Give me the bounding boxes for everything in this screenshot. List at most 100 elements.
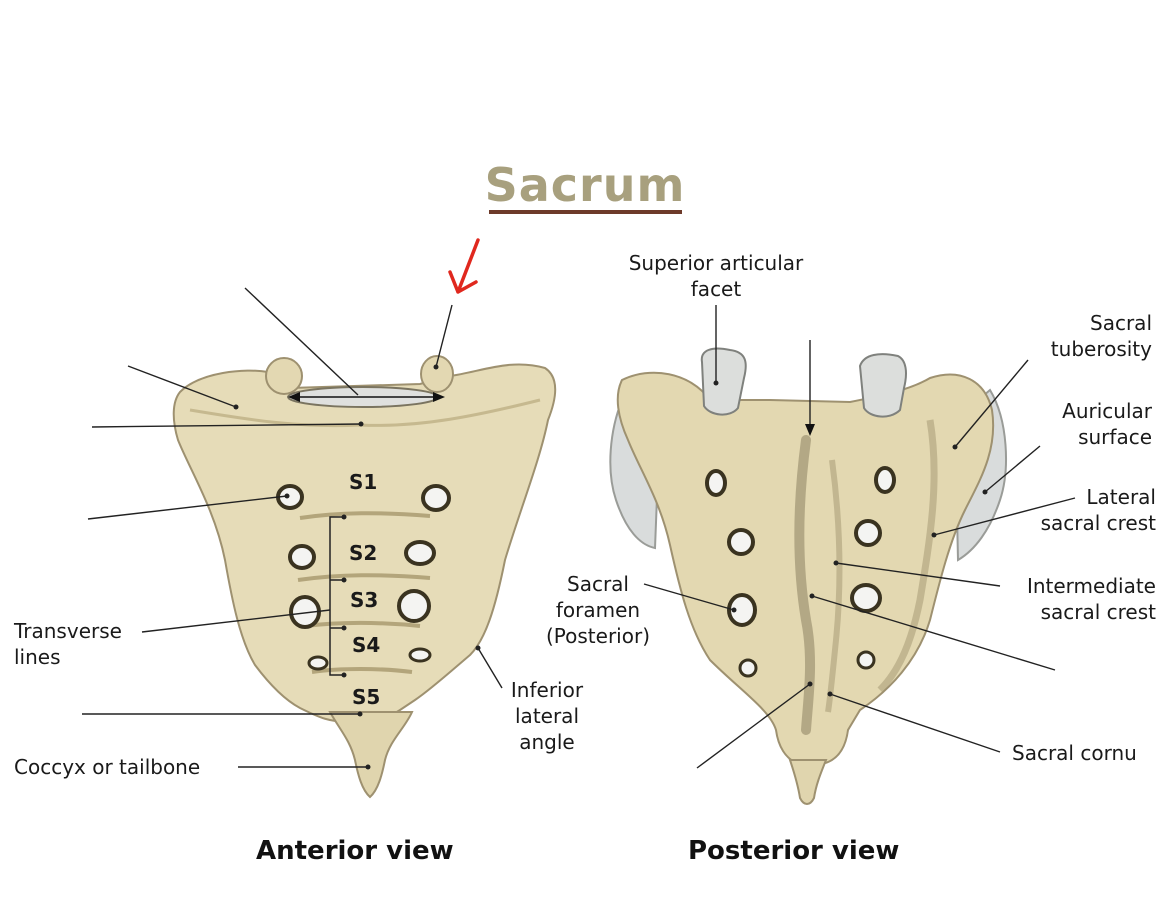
label-lateral-sacral-crest-line1: Lateral [1086, 485, 1156, 509]
anterior-sacrum-body [172, 363, 557, 724]
title-underline [489, 210, 682, 214]
anterior-foramen-2-left [288, 544, 316, 570]
leader-base [91, 423, 362, 428]
leader-sacral-cornu [829, 693, 1001, 753]
label-lateral-sacral-crest: Lateral sacral crest [1000, 484, 1156, 536]
leader-dot-intermediate-crest [833, 560, 839, 566]
posterior-foramen-3-left [727, 593, 757, 627]
leader-auricular-surface [984, 445, 1041, 493]
promontory-width-arrow [288, 392, 445, 402]
label-sacral-cornu: Sacral cornu [1012, 741, 1137, 765]
label-sacral-tuberosity-line1: Sacral [1090, 311, 1152, 335]
label-sacral-foramen-line2: foramen [555, 598, 641, 622]
transverse-ridge-1 [299, 511, 431, 520]
leader-dot-process [433, 364, 439, 370]
posterior-foramen-2-left [727, 528, 755, 556]
segment-label-s1: S1 [349, 470, 378, 494]
anterior-foramen-3-right [397, 589, 431, 623]
leader-anterior-foramen [87, 495, 288, 520]
bracket-dot-4 [341, 672, 347, 678]
label-auricular-surface: Auricular surface [1010, 398, 1152, 450]
leader-dot-hiatus [809, 593, 815, 599]
leader-sacral-hiatus [811, 595, 1056, 671]
leader-dot-facet [713, 380, 719, 386]
posterior-coccyx [788, 759, 828, 805]
label-sacral-foramen: Sacral foramen (Posterior) [534, 571, 662, 649]
leader-lateral-sacral-crest [933, 497, 1076, 536]
leader-dot-foramen [284, 493, 290, 499]
leader-transverse-lines [141, 609, 331, 633]
caption-posterior-view: Posterior view [688, 836, 900, 866]
posterior-articular-facet-right [858, 353, 907, 418]
leader-dot-apex [357, 711, 363, 717]
label-auricular-surface-line2: surface [1078, 425, 1152, 449]
label-inferior-lateral-angle-line3: angle [519, 730, 575, 754]
anterior-foramen-4-right [408, 647, 432, 663]
leader-sacral-tuberosity [954, 359, 1029, 448]
diagram-title: Sacrum [484, 158, 686, 212]
label-coccyx: Coccyx or tailbone [14, 755, 201, 779]
leader-promontory [244, 287, 359, 396]
posterior-foramen-1-right [874, 466, 896, 494]
segment-label-s4: S4 [352, 633, 381, 657]
transverse-ridge-3 [304, 621, 421, 628]
label-superior-articular-facet-line2: facet [690, 277, 742, 301]
posterior-foramen-4-right [856, 650, 876, 670]
label-lateral-sacral-crest-line2: sacral crest [1040, 511, 1156, 535]
red-annotation-arrow [448, 238, 480, 294]
label-intermediate-sacral-crest-line2: sacral crest [1040, 600, 1156, 624]
caption-anterior-view: Anterior view [256, 836, 454, 866]
anterior-foramen-2-right [404, 540, 436, 566]
leader-intermediate-sacral-crest [835, 562, 1001, 587]
posterior-articular-facet-left [700, 347, 747, 416]
label-transverse-lines: Transverse lines [14, 618, 122, 670]
label-superior-articular-facet: Superior articular facet [606, 250, 826, 302]
label-sacral-tuberosity: Sacral tuberosity [1010, 310, 1152, 362]
leader-dot-angle [475, 645, 481, 651]
posterior-sacrum [609, 347, 1007, 805]
leader-dot-coccyx [365, 764, 371, 770]
label-sacral-foramen-line3: (Posterior) [546, 624, 650, 648]
leader-dot-auricular [982, 489, 988, 495]
label-inferior-lateral-angle-line1: Inferior [510, 678, 584, 702]
posterior-foramen-4-left [738, 658, 758, 678]
anterior-foramen-4-left [307, 655, 329, 671]
leader-superior-process [435, 304, 453, 368]
leader-dot-cornu [827, 691, 833, 697]
median-sacral-crest [794, 435, 816, 735]
leader-dot-posterior-foramen [731, 607, 737, 613]
posterior-leader-lines [643, 305, 1076, 769]
leader-sacral-foramen [643, 583, 735, 611]
transverse-ridge-2 [297, 573, 431, 582]
leader-dot-lateral-crest [931, 532, 937, 538]
transverse-ridge-4 [311, 667, 413, 674]
anterior-coccyx [328, 711, 414, 799]
label-sacral-foramen-line1: Sacral [567, 572, 629, 596]
leader-dot-base [358, 421, 364, 427]
label-inferior-lateral-angle: Inferior lateral angle [500, 677, 594, 755]
label-superior-articular-facet-line1: Superior articular [628, 251, 804, 275]
anterior-leader-lines [82, 287, 503, 768]
leader-dot-posterior-apex [807, 681, 813, 687]
posterior-foramen-3-right [850, 583, 882, 613]
label-transverse-lines-line1: Transverse [14, 619, 122, 643]
posterior-foramen-2-right [854, 519, 882, 547]
segment-label-s2: S2 [349, 541, 378, 565]
bracket-dot-1 [341, 514, 347, 520]
anterior-superior-process-right [420, 355, 454, 393]
transverse-lines-bracket [329, 516, 344, 676]
segment-label-s5: S5 [352, 685, 381, 709]
leader-ala [127, 365, 237, 408]
anterior-sacrum [172, 355, 557, 799]
label-intermediate-sacral-crest: Intermediate sacral crest [1000, 573, 1156, 625]
anterior-foramen-1-right [421, 484, 451, 512]
median-crest-arrowhead [805, 424, 815, 436]
leader-dot-tuberosity [952, 444, 958, 450]
lateral-crest-shadow [877, 419, 938, 693]
label-transverse-lines-line2: lines [14, 645, 61, 669]
leader-inferior-lateral-angle [477, 647, 503, 689]
leader-posterior-apex [696, 683, 811, 769]
label-sacral-tuberosity-line2: tuberosity [1050, 337, 1152, 361]
